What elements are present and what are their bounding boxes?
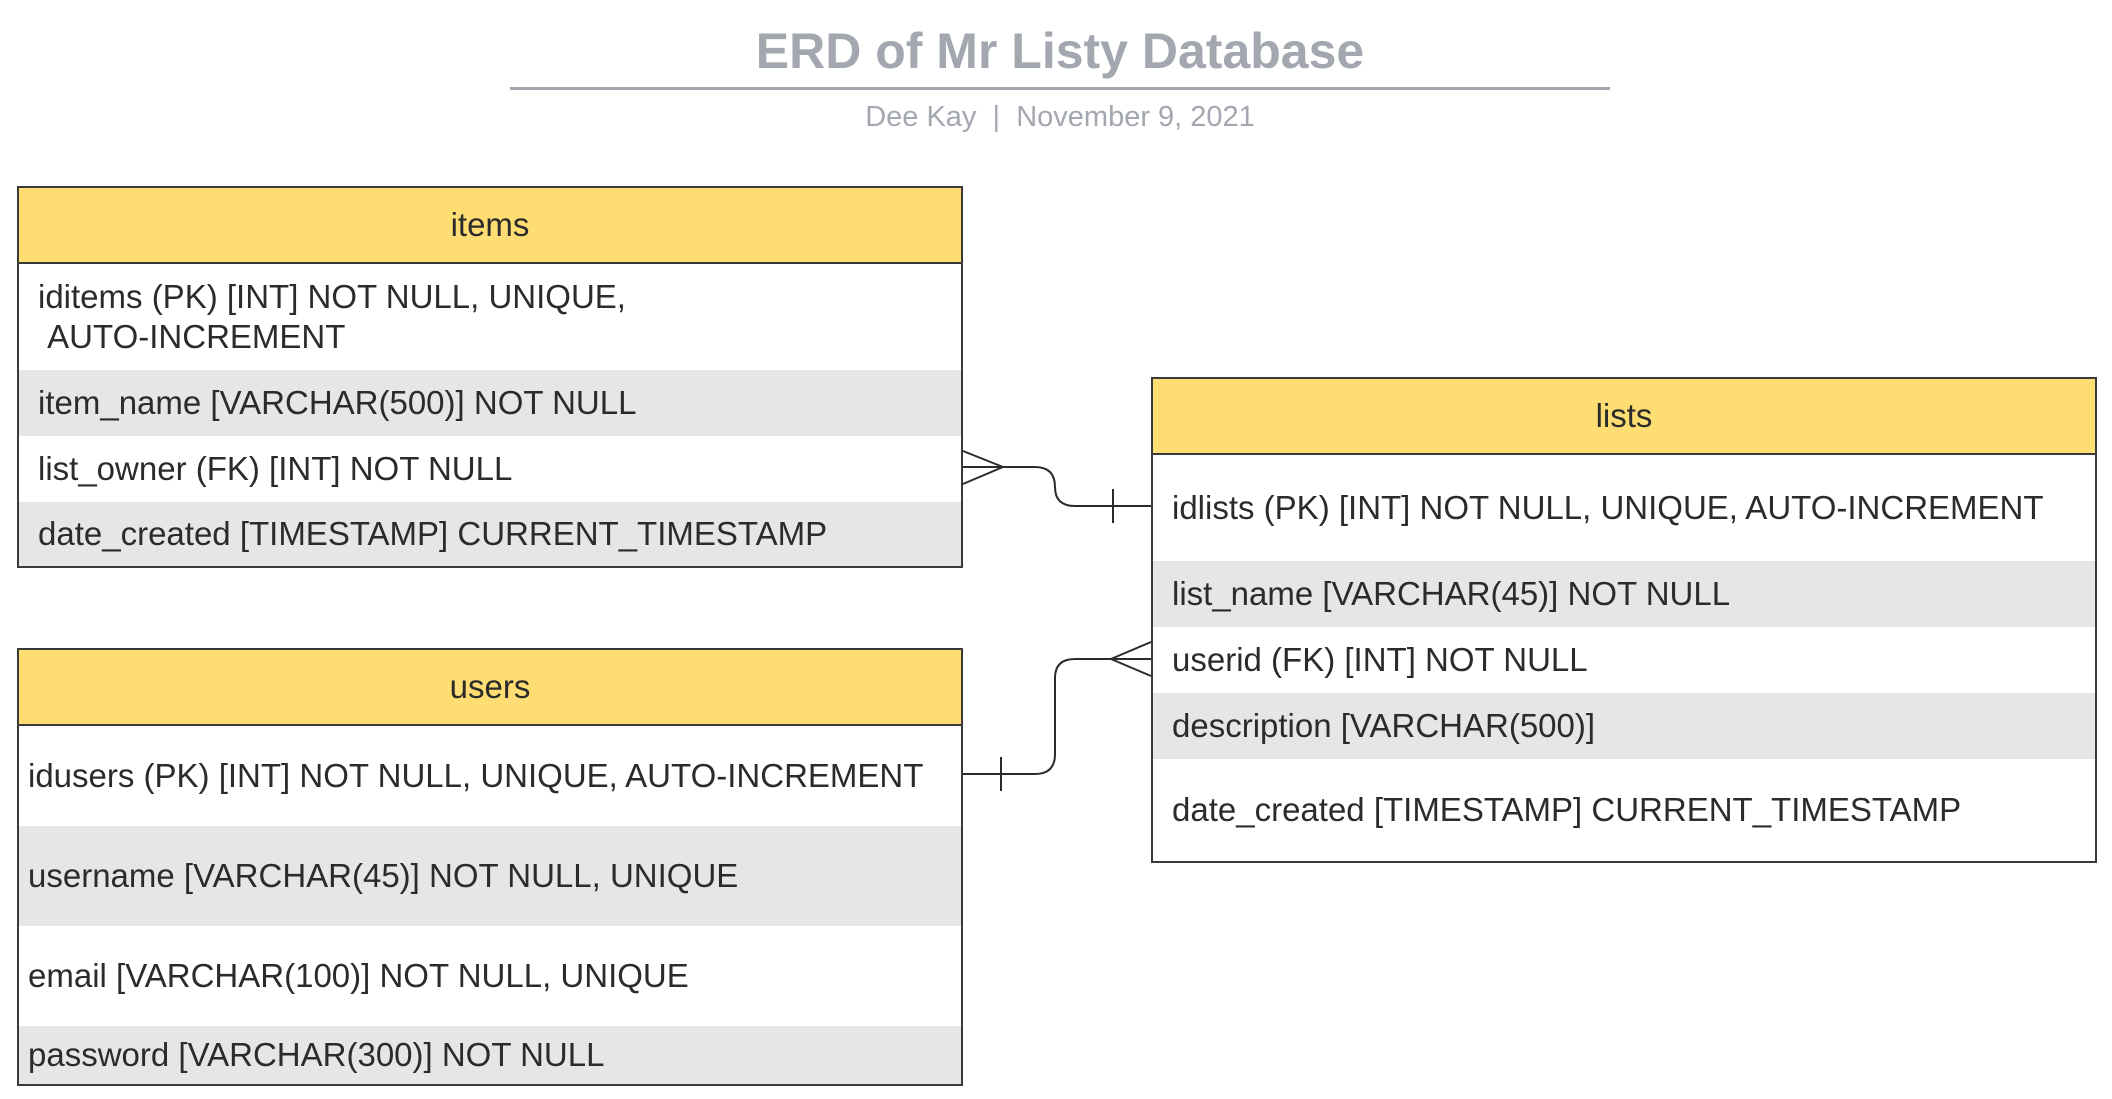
entity-items-header: items (19, 188, 961, 264)
crows-foot-prong (962, 466, 1004, 485)
field-row: list_name [VARCHAR(45)] NOT NULL (1153, 561, 2095, 627)
field-row: idlists (PK) [INT] NOT NULL, UNIQUE, AUT… (1172, 489, 2044, 526)
field-row: email [VARCHAR(100)] NOT NULL, UNIQUE (28, 957, 689, 994)
field-row: password [VARCHAR(300)] NOT NULL (19, 1026, 961, 1084)
field-row: item_name [VARCHAR(500)] NOT NULL (19, 370, 961, 436)
connector-line (1003, 466, 1151, 507)
relationship-items-lists (962, 450, 1151, 523)
crows-foot-prong (962, 450, 1004, 468)
subtitle-separator: | (992, 101, 1001, 133)
diagram-subtitle: Dee Kay | November 9, 2021 (510, 101, 1610, 134)
field-row: description [VARCHAR(500)] (1153, 693, 2095, 759)
field-row: userid (FK) [INT] NOT NULL (1172, 641, 1588, 678)
field-row: date_created [TIMESTAMP] CURRENT_TIMESTA… (19, 502, 961, 566)
entity-items[interactable]: items iditems (PK) [INT] NOT NULL, UNIQU… (17, 186, 963, 568)
diagram-title: ERD of Mr Listy Database (755, 23, 1365, 79)
crows-foot-prong (1110, 658, 1152, 677)
crows-foot-prong (1110, 641, 1152, 660)
entity-lists[interactable]: lists idlists (PK) [INT] NOT NULL, UNIQU… (1151, 377, 2097, 863)
entity-users[interactable]: users idusers (PK) [INT] NOT NULL, UNIQU… (17, 648, 963, 1086)
author-name: Dee Kay (865, 101, 977, 133)
title-underline (510, 87, 1610, 90)
field-row: list_owner (FK) [INT] NOT NULL (38, 450, 513, 487)
field-row: username [VARCHAR(45)] NOT NULL, UNIQUE (19, 826, 961, 926)
entity-lists-header: lists (1153, 379, 2095, 455)
diagram-date: November 9, 2021 (1016, 101, 1255, 133)
entity-users-header: users (19, 650, 961, 726)
relationship-users-lists (963, 641, 1152, 791)
field-row: iditems (PK) [INT] NOT NULL, UNIQUE, AUT… (38, 278, 626, 355)
field-row: date_created [TIMESTAMP] CURRENT_TIMESTA… (1172, 791, 1962, 828)
connector-line (963, 658, 1111, 775)
field-row: idusers (PK) [INT] NOT NULL, UNIQUE, AUT… (28, 757, 924, 794)
